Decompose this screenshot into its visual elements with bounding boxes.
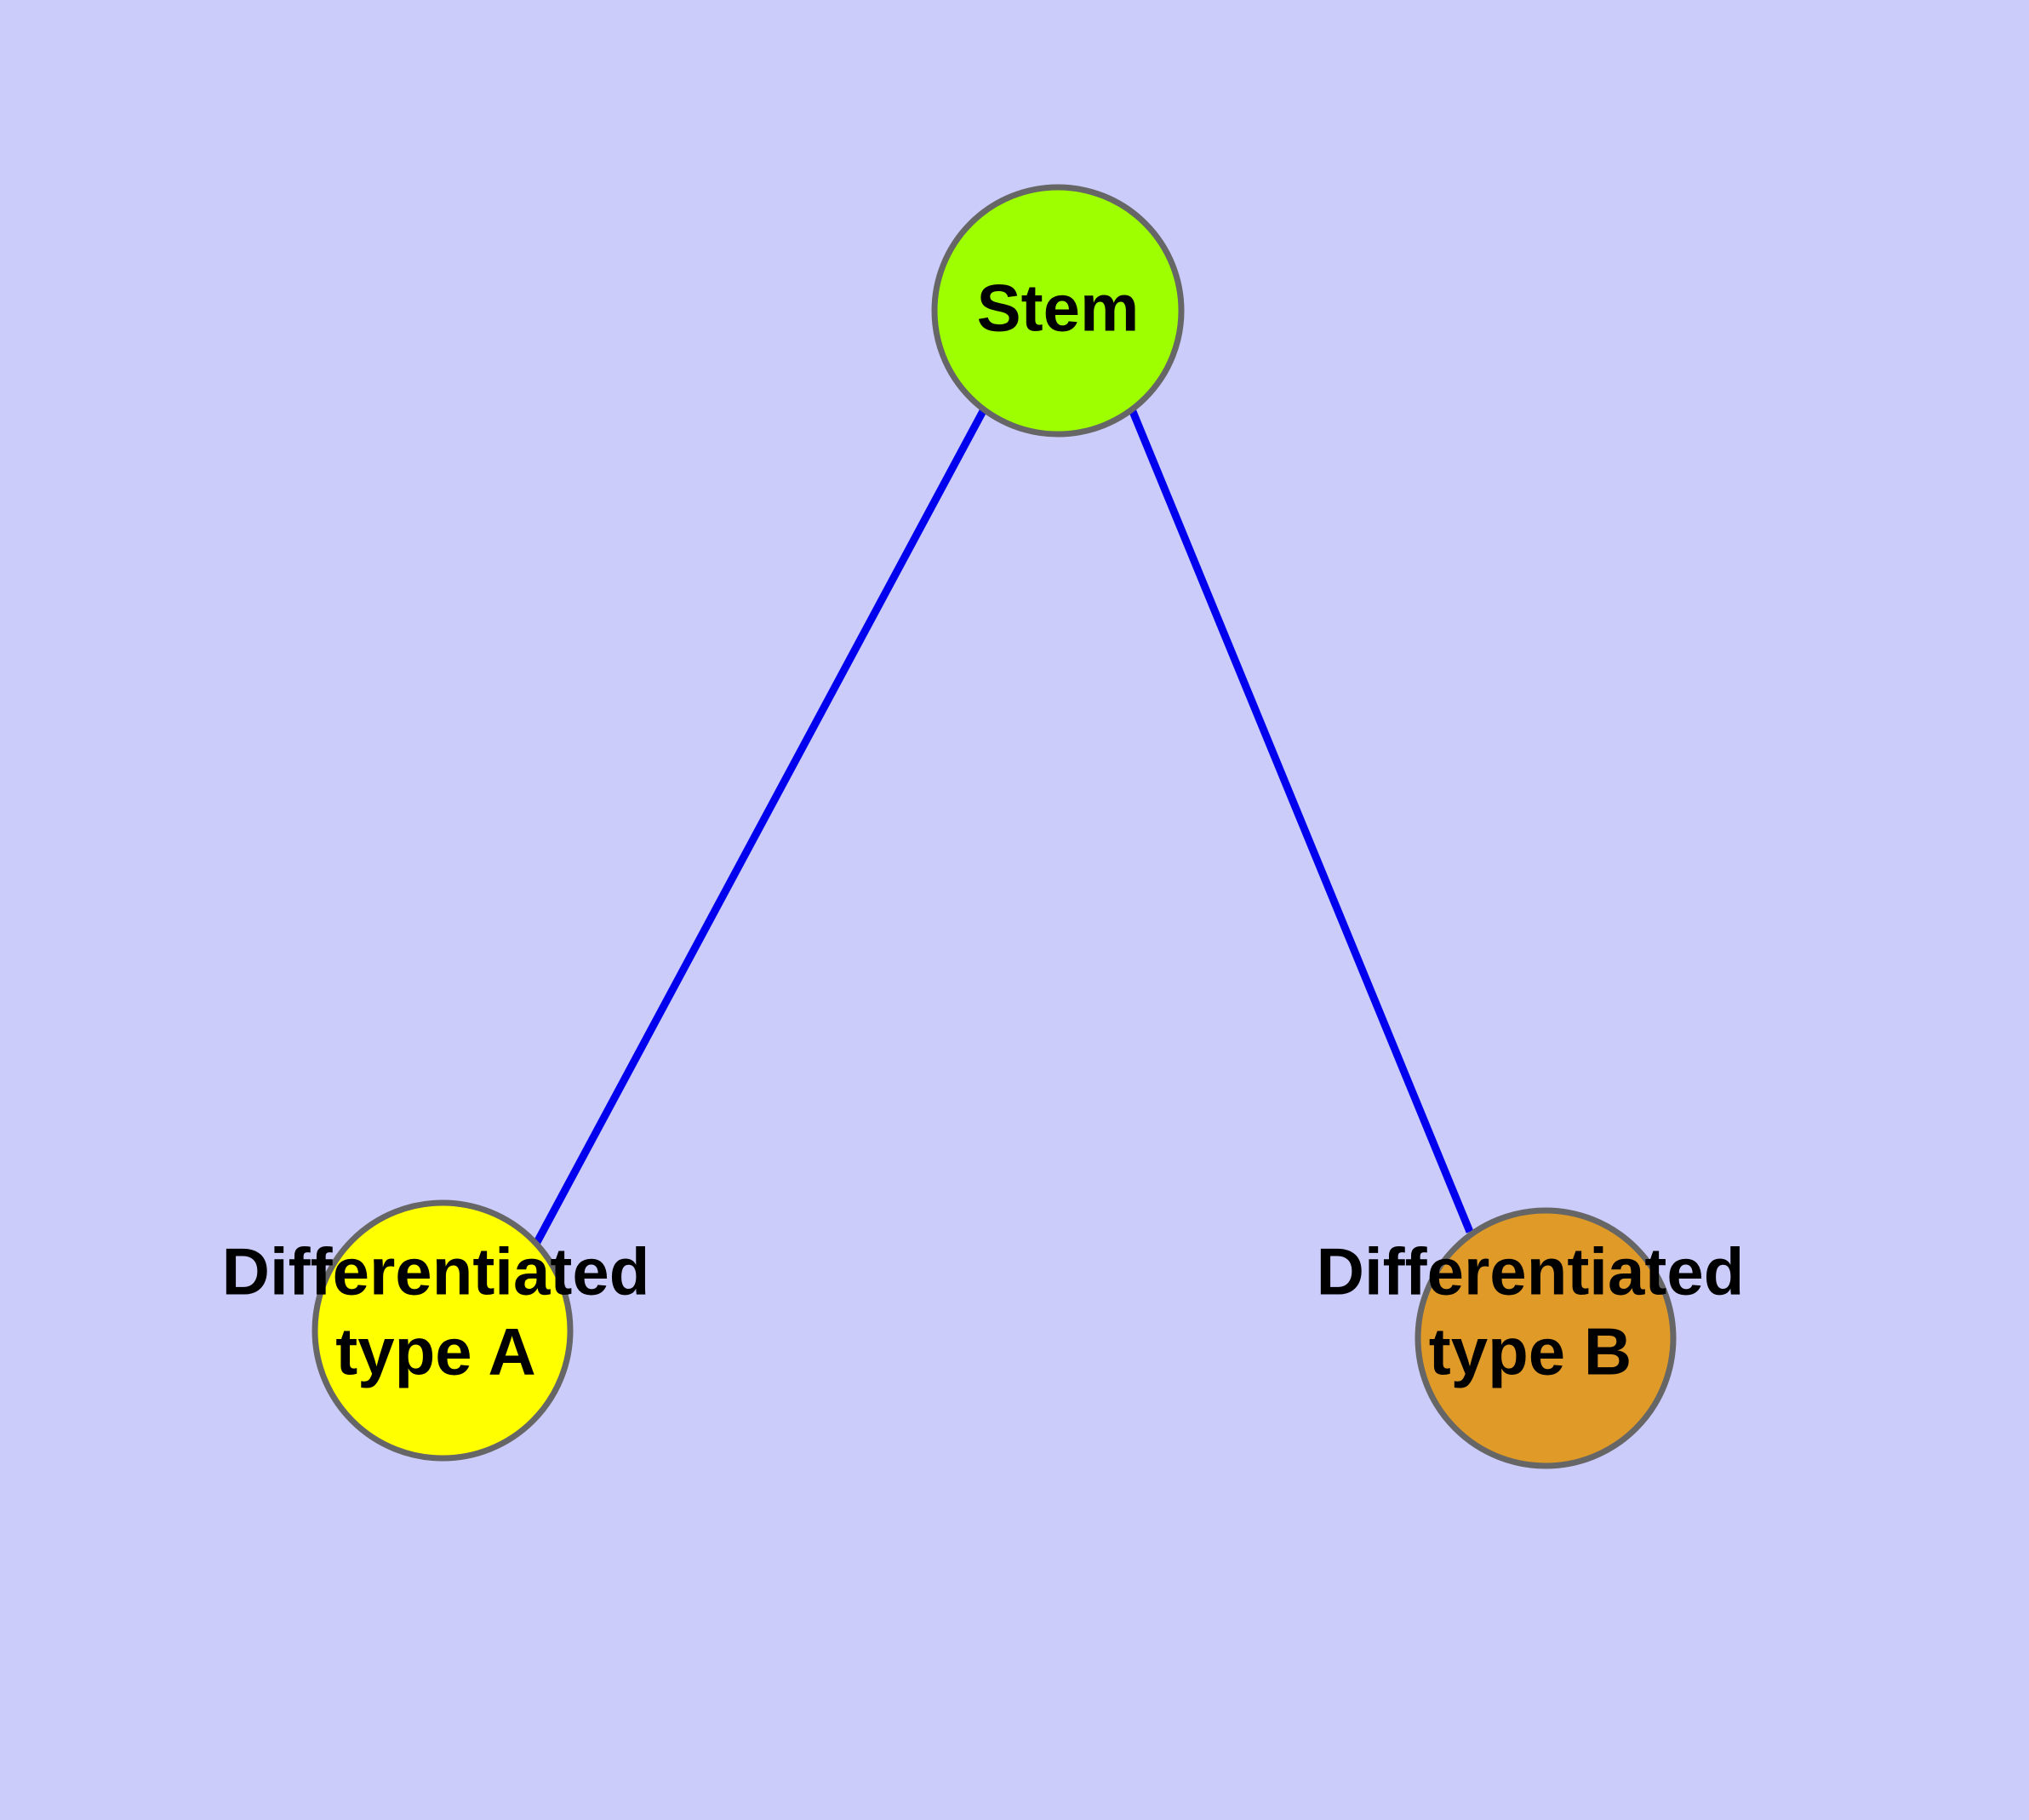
label-layer: Stem Differentiated type A Differentiate… bbox=[222, 271, 1745, 1389]
node-differentiated-type-b-label-line-1: Differentiated bbox=[1317, 1234, 1745, 1309]
edge-layer bbox=[532, 407, 1474, 1248]
node-stem-label: Stem bbox=[977, 271, 1140, 346]
node-differentiated-type-b-label-line-2: type B bbox=[1429, 1314, 1632, 1389]
edge-stem-to-differentiated-type-a[interactable] bbox=[532, 407, 987, 1248]
node-differentiated-type-b[interactable] bbox=[1415, 1207, 1677, 1469]
node-differentiated-type-a-label-line-2: type A bbox=[335, 1314, 536, 1389]
node-stem-circle[interactable] bbox=[931, 184, 1185, 438]
node-differentiated-type-a-circle[interactable] bbox=[311, 1199, 574, 1462]
node-differentiated-type-a[interactable] bbox=[311, 1199, 574, 1462]
edge-stem-to-differentiated-type-b[interactable] bbox=[1128, 408, 1474, 1233]
node-stem[interactable] bbox=[931, 184, 1185, 438]
node-differentiated-type-b-circle[interactable] bbox=[1415, 1207, 1677, 1469]
node-differentiated-type-a-label-line-1: Differentiated bbox=[222, 1234, 650, 1309]
node-layer bbox=[311, 184, 1677, 1469]
